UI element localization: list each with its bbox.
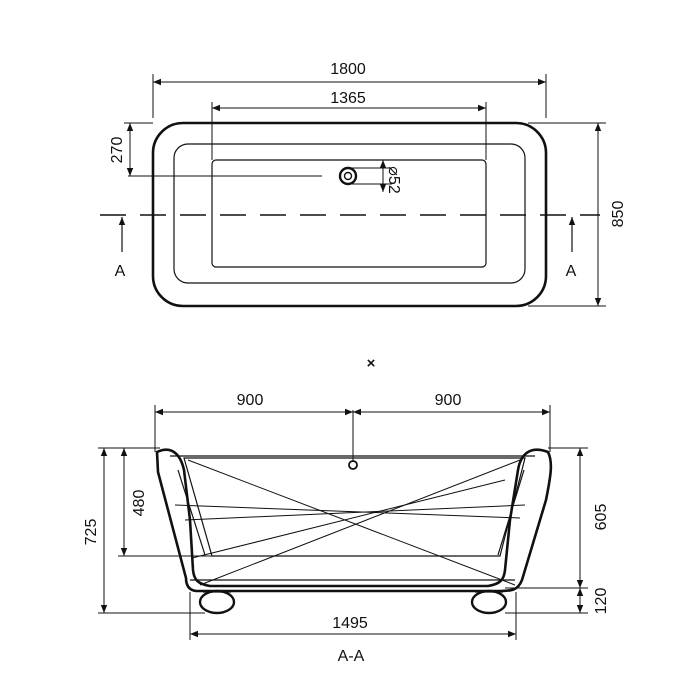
overflow-icon: [348, 460, 358, 470]
label-725: 725: [83, 519, 100, 546]
brace-line-1: [187, 459, 516, 586]
tub-section-basin: [183, 457, 526, 557]
label-900-right: 900: [435, 392, 462, 409]
label-270: 270: [109, 137, 126, 164]
drain-icon: [338, 166, 358, 186]
label-drain-diameter: ⌀52: [385, 166, 402, 194]
tub-section-outer: [155, 448, 553, 593]
inner-wall-right: [497, 469, 525, 556]
foot-left-icon: [198, 589, 236, 615]
label-1365: 1365: [330, 90, 366, 107]
label-605: 605: [593, 504, 610, 531]
label-1495: 1495: [332, 615, 368, 632]
section-view: 900 900 725 480 605 120 1495 A-A: [83, 392, 610, 665]
brace-line-2: [199, 459, 521, 586]
label-120: 120: [593, 588, 610, 615]
tub-inner-rim: [173, 143, 526, 284]
label-1800: 1800: [330, 61, 366, 78]
foot-right-icon: [470, 589, 508, 615]
top-view: 1800 1365 270 ⌀52 850 A A: [100, 61, 627, 308]
label-section-a-left: A: [115, 263, 126, 280]
label-480: 480: [131, 490, 148, 517]
label-section-a-right: A: [566, 263, 577, 280]
brace-line-3: [174, 504, 521, 519]
center-marker: ×: [367, 355, 376, 372]
label-850: 850: [610, 201, 627, 228]
brace-line-5: [191, 479, 506, 559]
label-900-left: 900: [237, 392, 264, 409]
inner-wall-left: [177, 469, 206, 556]
tub-basin: [211, 159, 487, 268]
section-title: A-A: [338, 648, 365, 665]
brace-line-4: [184, 504, 526, 521]
